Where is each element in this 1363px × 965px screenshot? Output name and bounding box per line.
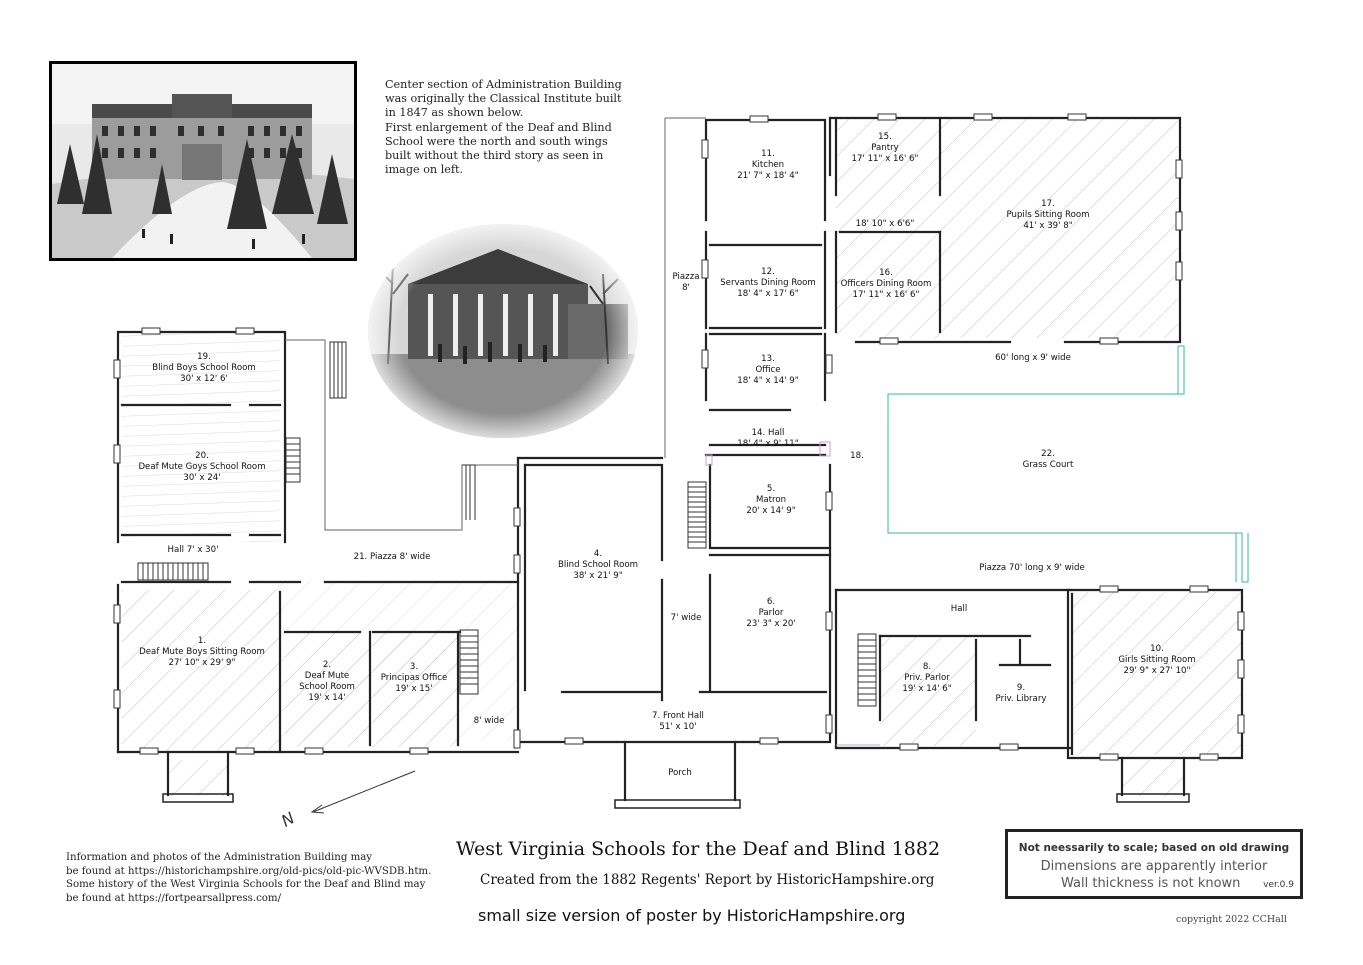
north-arrow xyxy=(310,770,416,814)
note-line-1: Not neessarily to scale; based on old dr… xyxy=(1018,842,1290,854)
info-line: Some history of the West Virginia School… xyxy=(66,879,426,891)
intro-line: built without the third story as seen in xyxy=(385,149,604,163)
room-9-label: 9.Priv. Library xyxy=(995,683,1047,704)
piazza-east-label: Piazza 70' long x 9' wide xyxy=(979,563,1085,573)
left-porch-hatch xyxy=(168,760,228,796)
intro-line: Center section of Administration Buildin… xyxy=(385,78,622,91)
engraving-image xyxy=(49,61,357,261)
room-21-label: 21. Piazza 8' wide xyxy=(353,552,431,562)
note-line-3: Wall thickness is not known xyxy=(1061,876,1241,891)
pantry-dining-hatch xyxy=(836,118,940,338)
corridor-8-wide-label: 8' wide xyxy=(473,716,505,726)
version-label: ver.0.9 xyxy=(1263,880,1294,890)
corridor-label: 18' 10" x 6'6" xyxy=(855,219,915,229)
note-line-2: Dimensions are apparently interior xyxy=(1040,859,1268,874)
intro-line: in 1847 as shown below. xyxy=(385,106,524,120)
intro-line: School were the north and south wings xyxy=(385,134,608,148)
poster-subtitle: Created from the 1882 Regents' Report by… xyxy=(480,872,935,888)
intro-line: image on left. xyxy=(385,163,464,177)
intro-line: was originally the Classical Institute b… xyxy=(385,92,622,106)
oval-photo xyxy=(368,224,638,438)
deaf-mute-sitting-hatch xyxy=(122,590,280,750)
poster-title: West Virginia Schools for the Deaf and B… xyxy=(456,838,941,860)
porch-label: Porch xyxy=(668,768,692,778)
priv-parlor-hatch xyxy=(880,636,976,746)
info-line: Information and photos of the Administra… xyxy=(66,852,373,863)
boys-school-rooms-hatch xyxy=(122,332,280,542)
room-22-label: 22.Grass Court xyxy=(1022,449,1074,470)
poster-credit: small size version of poster by Historic… xyxy=(478,906,906,925)
copyright: copyright 2022 CCHall xyxy=(1176,914,1287,925)
info-line: be found at https://fortpearsallpress.co… xyxy=(66,892,282,904)
pupils-sitting-room-hatch xyxy=(940,118,1178,338)
hall-east-label: Hall xyxy=(950,604,968,614)
girls-sitting-hatch xyxy=(1072,592,1242,755)
corridor-7-wide-label: 7' wide xyxy=(670,613,702,623)
room-18-label: 18. xyxy=(850,451,864,461)
info-line: be found at https://historichampshire.or… xyxy=(66,865,432,877)
piazza-north-label: 60' long x 9' wide xyxy=(995,353,1071,363)
right-porch-hatch xyxy=(1122,760,1184,796)
scale-note-box: Not neessarily to scale; based on old dr… xyxy=(1005,829,1303,899)
intro-line: First enlargement of the Deaf and Blind xyxy=(385,120,612,134)
info-text: Information and photos of the Administra… xyxy=(66,851,431,905)
intro-text: Center section of Administration Buildin… xyxy=(385,78,635,177)
hall-west-label: Hall 7' x 30' xyxy=(167,545,219,555)
